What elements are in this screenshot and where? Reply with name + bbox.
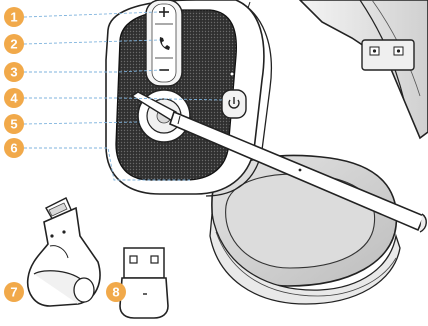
phone-icon (159, 37, 170, 50)
callout-2: 2 (4, 34, 24, 54)
svg-text:7: 7 (10, 285, 17, 300)
svg-text:6: 6 (10, 141, 17, 156)
callout-8: 8 (106, 282, 126, 302)
leader-line-4 (24, 97, 225, 101)
leader-line-1 (23, 11, 159, 18)
microphone-boom (130, 91, 427, 233)
callout-7: 7 (4, 282, 24, 302)
leader-line-6 (24, 147, 190, 181)
leader-line-3 (24, 69, 161, 73)
leader-line-2 (23, 39, 161, 45)
callout-4: 4 (4, 88, 24, 108)
power-icon (228, 97, 240, 109)
leader-lines (23, 11, 225, 181)
call-button[interactable] (155, 37, 173, 59)
power-button[interactable] (221, 89, 247, 119)
usb-charging-adapter (26, 197, 101, 307)
svg-text:1: 1 (10, 10, 17, 25)
headband-slider-block (361, 39, 415, 71)
callout-1: 1 (4, 7, 24, 27)
svg-text:3: 3 (10, 65, 17, 80)
callout-3: 3 (4, 62, 24, 82)
callout-6: 6 (4, 138, 24, 158)
callout-5: 5 (4, 114, 24, 134)
leader-line-5 (23, 121, 141, 125)
svg-text:2: 2 (10, 37, 17, 52)
usb-bluetooth-dongle (119, 247, 169, 319)
led-indicator (229, 71, 235, 77)
volume-up-button[interactable] (155, 7, 173, 25)
svg-text:4: 4 (10, 91, 18, 106)
svg-text:5: 5 (10, 117, 17, 132)
svg-text:8: 8 (112, 285, 119, 300)
